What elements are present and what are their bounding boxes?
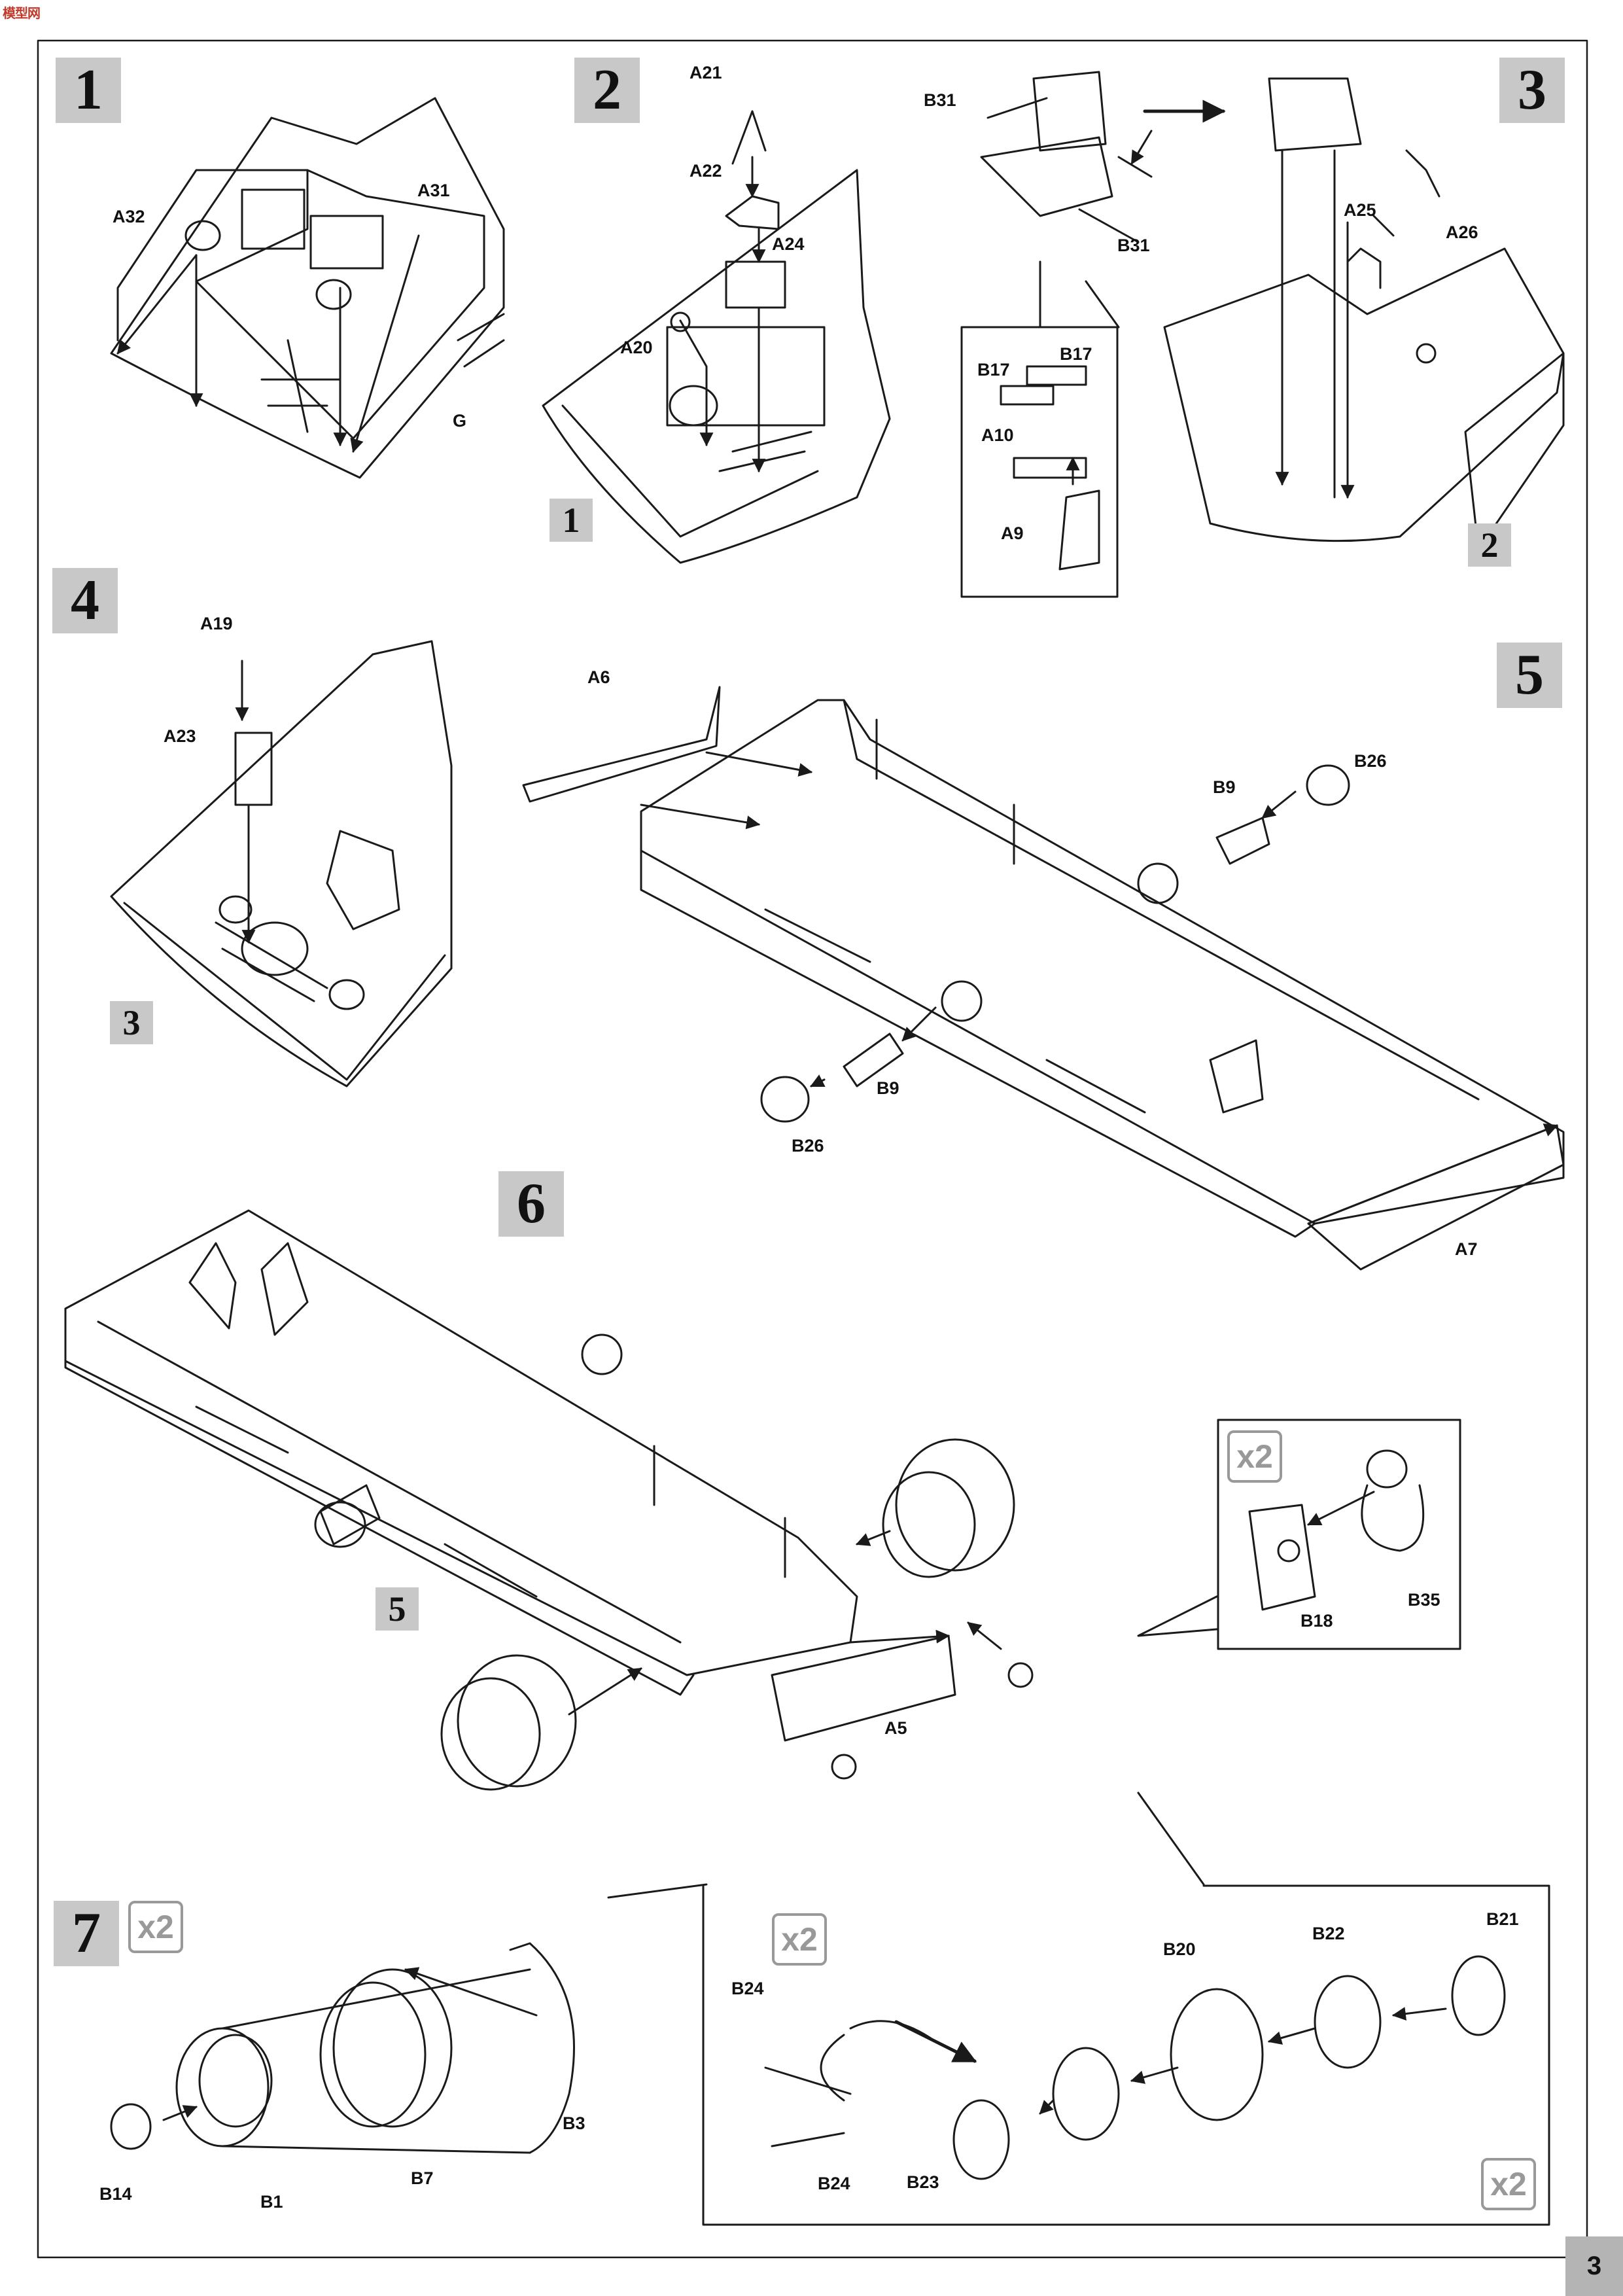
page-border [37,39,1588,2259]
multiplier-step7: x2 [128,1901,183,1953]
part-label: B22 [1312,1924,1345,1943]
step-ref-1: 1 [550,499,593,542]
part-label: G [453,411,467,431]
part-label: B9 [1213,777,1236,797]
part-label: B9 [877,1078,899,1098]
part-label: A24 [772,234,805,254]
step-number-1: 1 [56,58,121,123]
step2-hull [542,110,891,564]
part-label: B14 [99,2184,132,2204]
part-label: B24 [818,2174,850,2193]
step7-wheel [110,1942,575,2154]
part-label: A7 [1455,1239,1478,1259]
part-label: B31 [1117,236,1150,255]
step6-detail-box [1137,1419,1461,1650]
part-label: A26 [1446,222,1478,242]
part-label: A25 [1344,200,1376,220]
site-logo: 模型网 [3,7,41,21]
multiplier-step6-detail: x2 [1227,1430,1282,1483]
part-label: B20 [1163,1939,1196,1959]
part-label: B26 [792,1136,824,1156]
part-label: B35 [1408,1590,1440,1610]
part-label: B31 [924,90,956,110]
step6-hull [64,1209,1034,1791]
part-label: B17 [1060,344,1092,364]
part-label: B21 [1486,1909,1519,1929]
part-label: B18 [1300,1611,1333,1631]
step-number-4: 4 [52,568,118,633]
step-number-7: 7 [54,1901,119,1966]
part-label: B17 [977,360,1010,380]
step4-hull [110,640,453,1087]
part-label: B1 [260,2192,283,2212]
step-number-2: 2 [574,58,640,123]
part-label: A9 [1001,523,1024,543]
part-label: B24 [731,1979,764,1998]
part-label: A5 [884,1718,907,1738]
step7-detail-box [607,1792,1550,2226]
step-ref-3: 3 [110,1001,153,1044]
part-label: B3 [563,2113,585,2133]
step-number-5: 5 [1497,643,1562,708]
step-ref-2: 2 [1468,523,1511,567]
step-number-3: 3 [1499,58,1565,123]
part-label: A10 [981,425,1014,445]
part-label: A6 [587,667,610,687]
part-label: A31 [417,181,450,200]
step3-seat [980,71,1226,243]
step-number-6: 6 [498,1171,564,1237]
part-label: B7 [411,2168,434,2188]
part-label: A21 [689,63,722,82]
multiplier-step7-detail-top: x2 [772,1913,827,1966]
step5-hull [522,686,1565,1271]
part-label: B26 [1354,751,1387,771]
part-label: A32 [113,207,145,226]
part-label: A23 [164,726,196,746]
step3-hull [1163,77,1565,551]
part-label: A19 [200,614,233,633]
multiplier-step7-detail-bottom: x2 [1481,2158,1536,2210]
step-ref-5: 5 [375,1587,419,1631]
step3-detail-box [960,260,1120,598]
part-label: A20 [620,338,653,357]
page-number: 3 [1565,2236,1623,2296]
step1-hull [110,97,505,479]
part-label: A22 [689,161,722,181]
part-label: B23 [907,2172,939,2192]
